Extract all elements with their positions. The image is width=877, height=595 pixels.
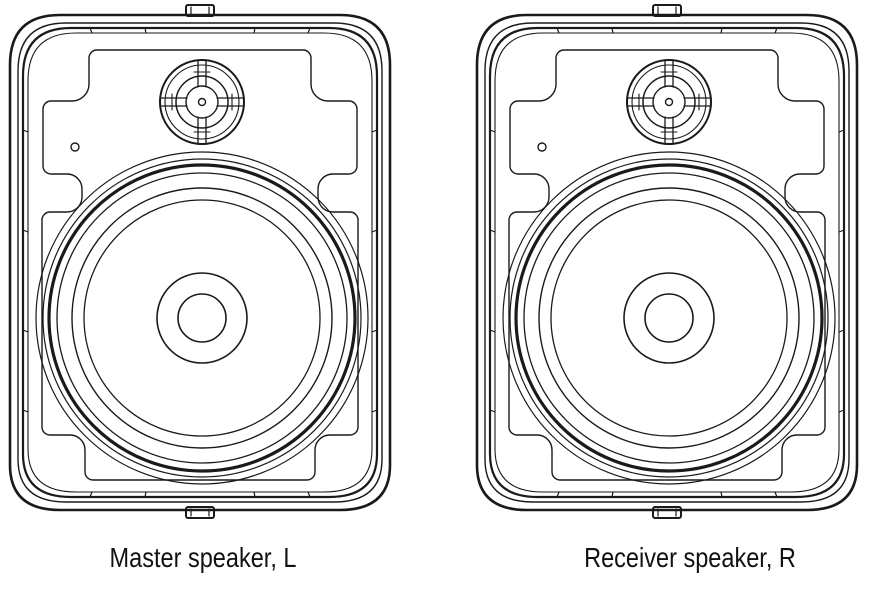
caption-receiver-speaker: Receiver speaker, R	[584, 542, 796, 573]
speaker-left	[8, 3, 392, 520]
speaker-right	[475, 3, 859, 520]
caption-master-speaker: Master speaker, L	[109, 542, 297, 573]
